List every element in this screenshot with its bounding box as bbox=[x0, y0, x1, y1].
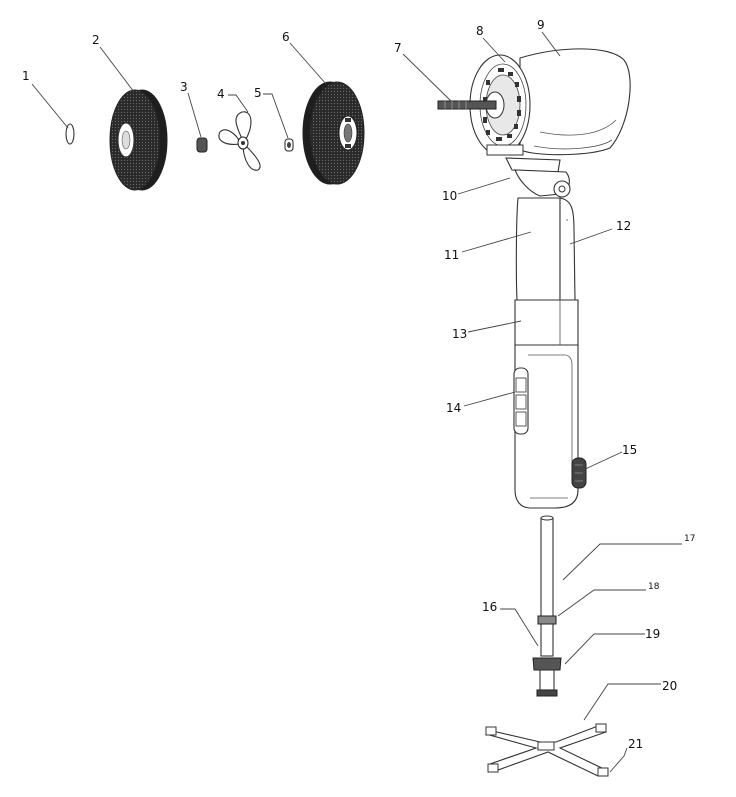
leader-7 bbox=[402, 53, 452, 102]
label-part-9: 9 bbox=[537, 18, 545, 32]
part-7-motor-shaft bbox=[437, 100, 497, 110]
leader-3 bbox=[187, 92, 202, 138]
leader-5 bbox=[263, 93, 289, 139]
part-9-motor-housing bbox=[519, 48, 631, 156]
label-part-16: 16 bbox=[482, 600, 497, 614]
part-6-rear-grille bbox=[302, 81, 365, 185]
part-15-locking-knob bbox=[571, 457, 587, 489]
label-part-20: 20 bbox=[662, 679, 677, 693]
label-part-5: 5 bbox=[254, 86, 262, 100]
leader-14 bbox=[463, 391, 516, 407]
label-part-7: 7 bbox=[394, 41, 402, 55]
part-11-upper-pole-front bbox=[515, 197, 561, 301]
part-14-control-panel bbox=[513, 344, 579, 509]
label-part-4: 4 bbox=[217, 87, 225, 101]
leader-11 bbox=[461, 231, 532, 253]
label-part-14: 14 bbox=[446, 401, 461, 415]
label-part-19: 19 bbox=[645, 627, 660, 641]
label-part-18: 18 bbox=[648, 582, 660, 592]
leader-21 bbox=[609, 747, 628, 773]
part-1-ring bbox=[65, 123, 75, 145]
label-part-1: 1 bbox=[22, 69, 30, 83]
label-part-10: 10 bbox=[442, 189, 457, 203]
label-part-6: 6 bbox=[282, 30, 290, 44]
label-part-12: 12 bbox=[616, 219, 631, 233]
label-part-2: 2 bbox=[92, 33, 100, 47]
part-12-upper-pole-rear bbox=[559, 197, 576, 301]
part-4-fan-blade bbox=[218, 111, 261, 171]
part-18-coupler bbox=[537, 615, 557, 625]
part-2-front-grille bbox=[109, 89, 168, 191]
part-17-inner-pole bbox=[540, 515, 554, 619]
leader-10 bbox=[457, 177, 511, 195]
leader-16 bbox=[500, 608, 539, 647]
leader-lines bbox=[31, 31, 682, 773]
leader-6 bbox=[289, 42, 327, 85]
leader-17 bbox=[562, 543, 682, 581]
label-part-3: 3 bbox=[180, 80, 188, 94]
leader-15 bbox=[580, 451, 623, 472]
part-21-base-feet bbox=[485, 723, 609, 777]
leader-13 bbox=[467, 320, 522, 333]
leader-8 bbox=[482, 37, 506, 63]
leader-2 bbox=[99, 46, 135, 93]
leader-19 bbox=[564, 633, 645, 665]
label-part-13: 13 bbox=[452, 327, 467, 341]
part-20-cross-base bbox=[485, 725, 608, 777]
part-10-tilt-joint bbox=[505, 157, 571, 198]
label-part-8: 8 bbox=[476, 24, 484, 38]
label-part-21: 21 bbox=[628, 737, 643, 751]
part-13-body-collar bbox=[514, 299, 579, 346]
leader-4 bbox=[228, 94, 249, 113]
part-labels: 1 2 3 4 5 6 7 8 9 10 11 12 13 14 15 16 1… bbox=[22, 18, 695, 751]
leader-18 bbox=[557, 589, 646, 617]
part-3-spinner bbox=[196, 137, 208, 153]
label-part-11: 11 bbox=[444, 248, 459, 262]
leader-1 bbox=[31, 83, 69, 129]
label-part-17: 17 bbox=[684, 534, 695, 544]
leader-9 bbox=[541, 31, 561, 57]
leader-20 bbox=[583, 683, 661, 721]
label-part-15: 15 bbox=[622, 443, 637, 457]
leader-12 bbox=[569, 228, 613, 245]
part-19-base-connector bbox=[532, 657, 562, 697]
part-5-nut bbox=[284, 138, 294, 152]
